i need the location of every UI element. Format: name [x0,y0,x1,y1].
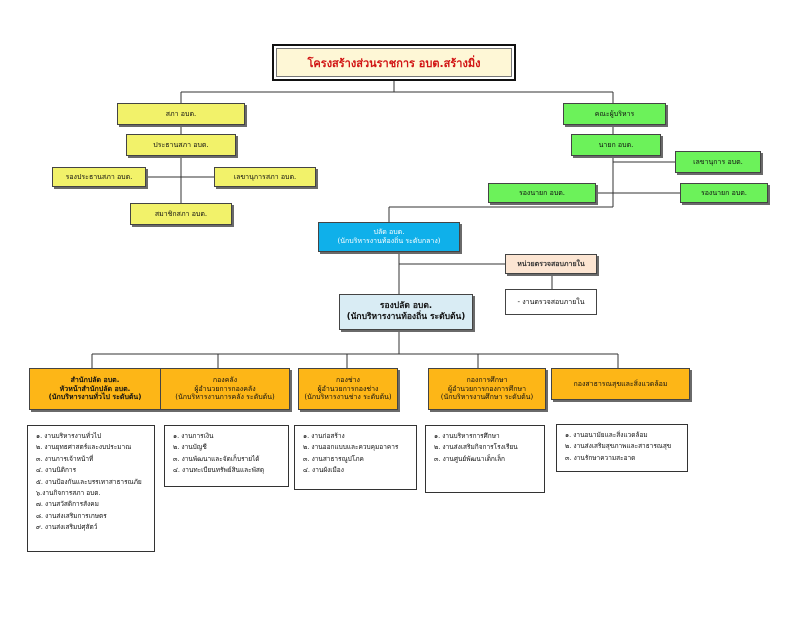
nayok-box: นายก อบต. [571,134,661,156]
audit-box: หน่วยตรวจสอบภายใน [505,254,597,274]
rong-palad-level: (นักบริหารงานท้องถิ่น ระดับต้น) [346,312,466,322]
list-item: ๒. งานบัญชี [173,443,207,452]
rong-nayok-box-1: รองนายก อบต. [488,183,596,203]
dept-list-kongchang: ๑. งานก่อสร้าง ๒. งานออกแบบและควบคุมอาคา… [294,425,417,490]
dept-head: ผู้อำนวยการกองการศึกษา [448,384,526,393]
sapha-box: สภา อบต. [117,103,245,125]
lekhanukan-nayok-box: เลขานุการ อบต. [675,151,761,173]
prathan-sapha-box: ประธานสภา อบต. [126,134,236,156]
palad-title: ปลัด อบต. [373,228,405,237]
list-item: ๘. งานส่งเสริมการเกษตร [36,511,107,520]
list-item: ๒. งานส่งเสริมสุขภาพและสาธารณสุข [565,442,672,451]
dept-title: กองช่าง [336,375,360,384]
dept-head: ผู้อำนวยการกองช่าง [317,384,379,393]
lekhanukan-sapha-box: เลขานุการสภา อบต. [214,167,316,187]
dept-box-kongklang: กองคลัง ผู้อำนวยการกองคลัง (นักบริหารงาน… [160,368,290,410]
list-item: ๔. งานผังเมือง [303,466,344,475]
list-item: ๑. งานอนามัยและสิ่งแวดล้อม [565,431,648,439]
samachik-sapha-box: สมาชิกสภา อบต. [130,203,232,225]
palad-level: (นักบริหารงานท้องถิ่น ระดับกลาง) [337,237,441,245]
rong-palad-title: รองปลัด อบต. [379,301,433,312]
list-item: ๒. งานออกแบบและควบคุมอาคาร [303,443,399,452]
list-item: ๙. งานส่งเสริมปศุสัตว์ [36,523,98,532]
dept-box-samnak-palad: สำนักปลัด อบต. หัวหน้าสำนักปลัด อบต. (นั… [29,368,161,410]
dept-level: (นักบริหารงานช่าง ระดับต้น) [304,393,392,402]
list-item: ๖.งานกิจการสภา อบต. [36,489,101,498]
list-item: ๔. งานทะเบียนทรัพย์สินและพัสดุ [173,466,265,475]
dept-title: กองการศึกษา [466,375,508,384]
dept-level: (นักบริหารงานศึกษา ระดับต้น) [440,393,534,402]
list-item: ๑. งานบริหารการศึกษา [434,432,500,440]
dept-level: (นักบริหารงานทั่วไป ระดับต้น) [48,393,142,402]
list-item: ๓. งานศูนย์พัฒนาเด็กเล็ก [434,454,505,463]
dept-level: (นักบริหารงานการคลัง ระดับต้น) [175,393,275,402]
list-item: ๗. งานสวัสดิการสังคม [36,500,99,509]
dept-list-samnak-palad: ๑. งานบริหารงานทั่วไป ๒. งานยุทธศาสตร์แล… [27,425,155,552]
list-item: ๓. งานสาธารณูปโภค [303,454,364,463]
dept-head: ผู้อำนวยการกองคลัง [194,384,256,393]
rong-nayok-box-2: รองนายก อบต. [680,183,768,203]
dept-title: กองคลัง [212,375,238,384]
dept-box-kong-kansueksa: กองการศึกษา ผู้อำนวยการกองการศึกษา (นักบ… [428,368,546,410]
rong-prathan-sapha-box: รองประธานสภา อบต. [52,167,146,187]
list-item: ๕. งานป้องกันและบรรเทาสาธารณภัย [36,477,142,486]
dept-list-kong-satharanasuk: ๑. งานอนามัยและสิ่งแวดล้อม ๒. งานส่งเสริ… [556,424,688,472]
dept-head: หัวหน้าสำนักปลัด อบต. [59,384,131,393]
dept-list-kongklang: ๑. งานการเงิน ๒. งานบัญชี ๓. งานพัฒนาและ… [164,425,289,487]
khana-phuborihan-box: คณะผู้บริหาร [563,103,666,125]
list-item: ๔. งานนิติการ [36,466,77,475]
list-item: ๒. งานยุทธศาสตร์และงบประมาณ [36,443,132,452]
list-item: ๑. งานบริหารงานทั่วไป [36,432,102,440]
dept-title: สำนักปลัด อบต. [70,375,120,384]
list-item: ๒. งานส่งเสริมกิจการโรงเรียน [434,443,518,452]
chart-title-frame: โครงสร้างส่วนราชการ อบต.สร้างมิ่ง [272,44,516,81]
list-item: ๓. งานพัฒนาและจัดเก็บรายได้ [173,454,260,463]
chart-title: โครงสร้างส่วนราชการ อบต.สร้างมิ่ง [276,48,512,77]
list-item: ๓. งานรักษาความสะอาด [565,453,636,462]
dept-box-kong-satharanasuk: กองสาธารณสุขและสิ่งแวดล้อม [551,368,690,400]
list-item: ๓. งานการเจ้าหน้าที่ [36,454,94,463]
audit-list: - งานตรวจสอบภายใน [505,289,597,315]
dept-box-kongchang: กองช่าง ผู้อำนวยการกองช่าง (นักบริหารงาน… [298,368,398,410]
palad-box: ปลัด อบต. (นักบริหารงานท้องถิ่น ระดับกลา… [318,222,460,252]
dept-title: กองสาธารณสุขและสิ่งแวดล้อม [573,379,668,388]
list-item: ๑. งานการเงิน [173,432,214,440]
dept-list-kong-kansueksa: ๑. งานบริหารการศึกษา ๒. งานส่งเสริมกิจกา… [425,425,545,493]
rong-palad-box: รองปลัด อบต. (นักบริหารงานท้องถิ่น ระดับ… [339,294,473,330]
list-item: ๑. งานก่อสร้าง [303,432,345,440]
